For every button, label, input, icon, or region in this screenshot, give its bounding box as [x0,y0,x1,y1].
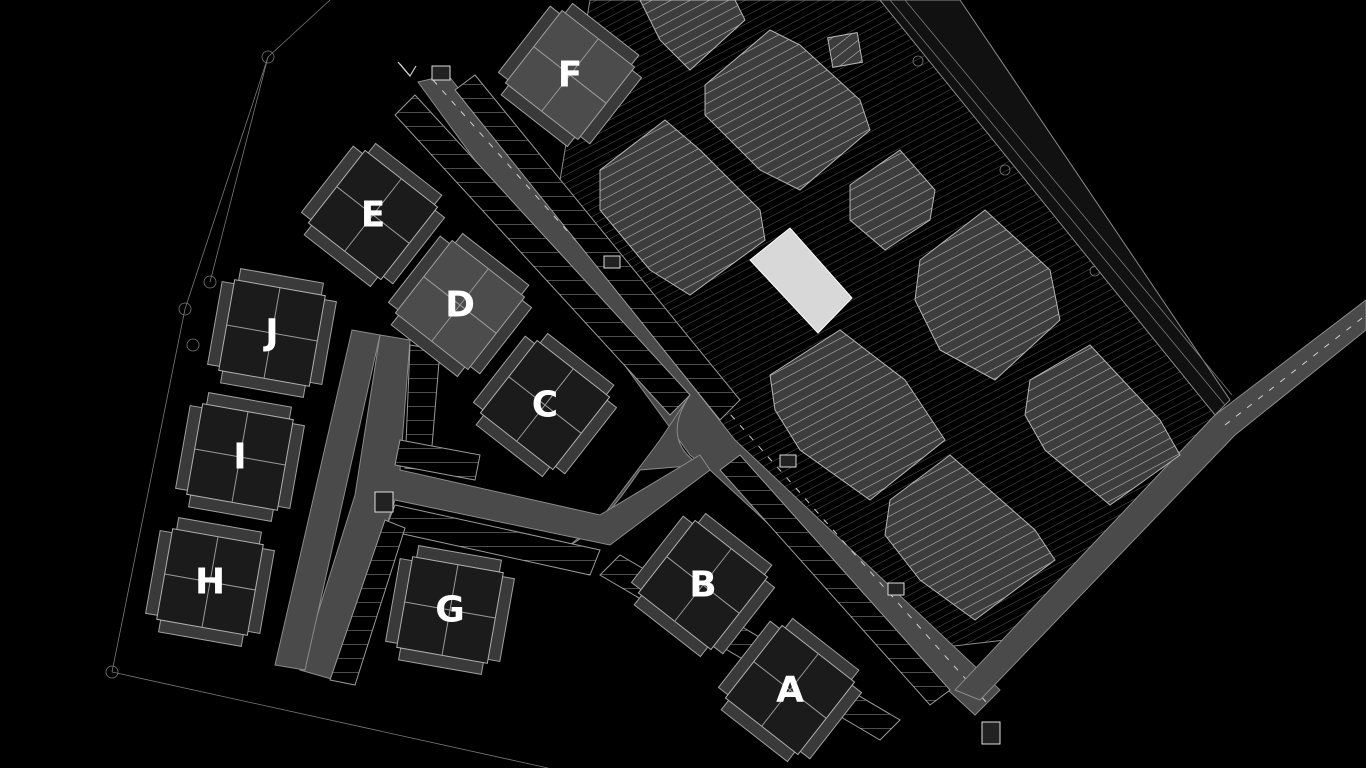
building-f: F [497,2,643,148]
existing-development-area [559,0,1233,651]
building-g: G [385,545,515,675]
building-j: J [207,268,337,398]
plaza [749,227,853,334]
building-label-b: B [689,565,716,606]
building-b: B [630,512,776,658]
existing-buildings [599,0,1181,621]
building-a: A [717,617,863,763]
building-c: C [472,332,618,478]
building-label-a: A [776,670,804,711]
building-label-j: J [262,313,278,354]
building-label-d: D [445,285,475,326]
building-label-h: H [195,562,225,603]
access-roads [274,329,711,686]
building-label-f: F [558,55,583,96]
building-label-i: I [233,437,246,478]
building-h: H [145,517,275,647]
building-label-e: E [361,195,386,236]
building-label-c: C [532,385,558,426]
new-buildings: A B C D E F G H I J [145,2,863,763]
building-label-g: G [435,590,465,631]
building-i: I [175,392,305,522]
building-e: E [300,142,446,288]
parking-symbol-icon [374,65,1001,745]
building-d: D [387,232,533,378]
north-arrow-icon [397,61,417,78]
